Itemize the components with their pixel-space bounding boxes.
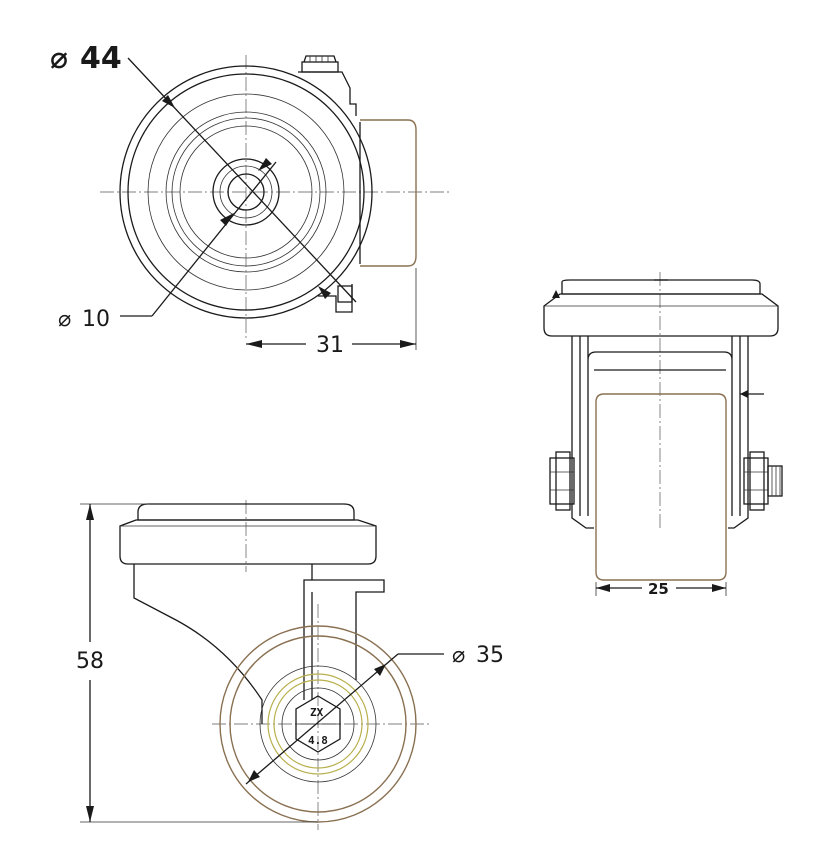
top-view: ⌀ 44 ⌀ 10 31 (50, 41, 450, 358)
dim-outer-diameter-value: 44 (80, 41, 122, 76)
dim-bore-diameter: ⌀ (58, 307, 71, 332)
dim-wheel-diameter-value: 35 (476, 643, 504, 668)
front-view: 25 (543, 272, 783, 598)
side-view: ZX 4.8 ⌀ 35 58 (76, 500, 504, 830)
dim-wheel-width: 25 (648, 580, 669, 598)
hex-nut-line2: 4.8 (308, 734, 328, 747)
dim-offset: 31 (316, 333, 344, 358)
dim-bore-diameter-value: 10 (82, 307, 110, 332)
dim-outer-diameter: ⌀ (50, 41, 68, 76)
dim-wheel-diameter: ⌀ (452, 643, 465, 668)
hex-nut-line1: ZX (310, 706, 324, 719)
dim-height: 58 (76, 649, 104, 674)
